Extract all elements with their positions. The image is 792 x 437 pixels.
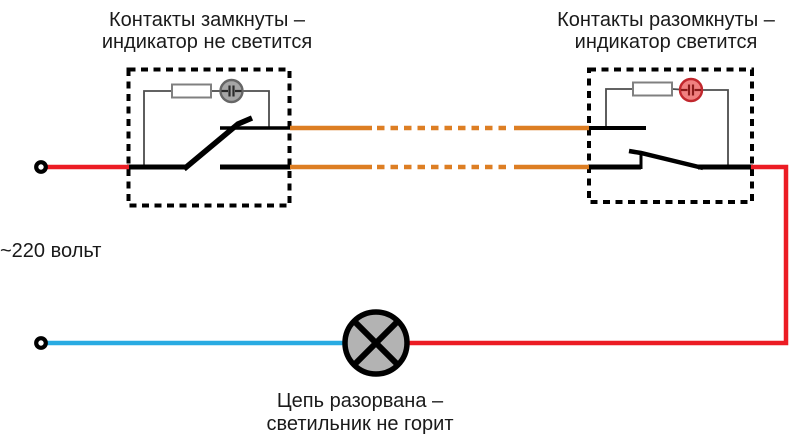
switch-module-right-outline <box>587 67 754 204</box>
live-wire-right <box>406 164 789 346</box>
resistor-left-icon <box>171 83 212 99</box>
neon-indicator-on-body <box>678 77 704 103</box>
indicator-wire-right-a <box>605 88 633 127</box>
indicator-branch-left <box>143 90 270 166</box>
terminal-live-icon <box>34 160 48 174</box>
neon-indicator-off-body <box>219 78 244 104</box>
caption-switch-right-line2: индикатор светится <box>575 31 758 53</box>
lamp-cross-b <box>352 319 400 367</box>
caption-lamp-line1: Цепь разорвана – <box>277 390 444 412</box>
neon-indicator-on-icon <box>678 77 704 103</box>
terminal-neutral-icon <box>34 336 48 350</box>
caption-lamp-line2: светильник не горит <box>267 413 454 435</box>
lamp-icon <box>342 309 410 377</box>
switch-right-lever <box>628 148 704 171</box>
voltage-label: ~220 вольт <box>0 240 101 262</box>
indicator-wire-right-b <box>671 88 681 91</box>
caption-switch-left-line2: индикатор не светится <box>102 31 312 53</box>
switch-right-open <box>588 126 753 171</box>
indicator-wire-left-c <box>242 90 270 127</box>
switch-module-left-outline <box>126 67 292 208</box>
neon-indicator-off-icon <box>219 78 244 104</box>
resistor-right-icon <box>632 81 673 97</box>
switch-left-closed <box>127 115 291 172</box>
indicator-branch-right <box>605 88 729 166</box>
caption-switch-right-line1: Контакты разомкнуты – <box>557 9 776 31</box>
indicator-wire-left-a <box>143 90 172 166</box>
indicator-wire-right-c <box>702 89 729 166</box>
caption-switch-left-line1: Контакты замкнуты – <box>109 9 306 31</box>
switch-left-lever <box>182 115 254 172</box>
